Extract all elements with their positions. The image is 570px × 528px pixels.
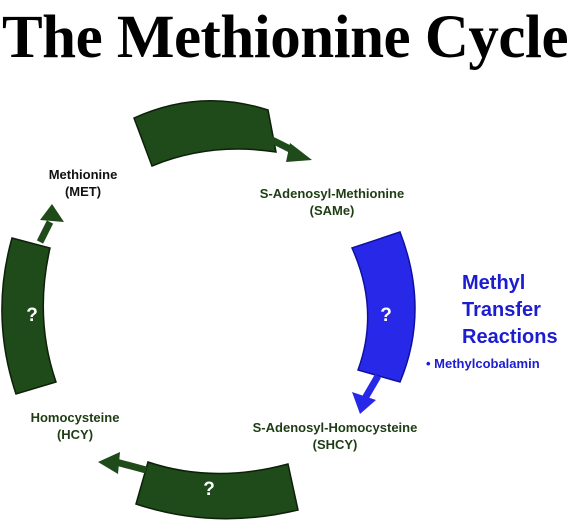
node-s-adenosyl-methionine: S-Adenosyl-Methionine (SAMe) (232, 185, 432, 219)
node-homocysteine: Homocysteine (HCY) (20, 409, 130, 443)
node-same-abbr: (SAMe) (309, 203, 355, 218)
arrow-bottom-icon (98, 452, 147, 474)
arc-top-met-to-same (133, 99, 277, 167)
arrow-top-icon (264, 133, 312, 162)
node-homocysteine-abbr: (HCY) (56, 427, 94, 442)
left-unknown-mark: ? (26, 305, 38, 326)
node-shcy-name: S-Adenosyl-Homocysteine (252, 420, 418, 435)
side-heading-line-1: Methyl (462, 272, 526, 294)
arc-bottom-shcy-to-hcy (135, 461, 299, 520)
right-unknown-mark: ? (380, 305, 392, 326)
node-methionine: Methionine (MET) (28, 166, 138, 200)
arc-right-same-to-shcy (350, 231, 416, 383)
side-heading-line-2: Transfer (462, 299, 541, 321)
arrow-right-icon (352, 374, 382, 414)
arc-left-hcy-to-met (1, 237, 57, 395)
methylcobalamin-bullet: • Methylcobalamin (426, 356, 540, 371)
node-s-adenosyl-homocysteine: S-Adenosyl-Homocysteine (SHCY) (225, 419, 445, 453)
node-methionine-abbr: (MET) (64, 184, 102, 199)
node-homocysteine-name: Homocysteine (30, 410, 120, 425)
page-title: The Methionine Cycle (1, 4, 569, 71)
arrow-left-icon (36, 204, 64, 244)
node-same-name: S-Adenosyl-Methionine (259, 186, 405, 201)
node-shcy-abbr: (SHCY) (312, 437, 358, 452)
bottom-unknown-mark: ? (203, 479, 215, 500)
node-methionine-name: Methionine (48, 167, 118, 182)
methyl-transfer-heading: Methyl Transfer Reactions (462, 270, 558, 351)
side-heading-line-3: Reactions (462, 326, 558, 348)
